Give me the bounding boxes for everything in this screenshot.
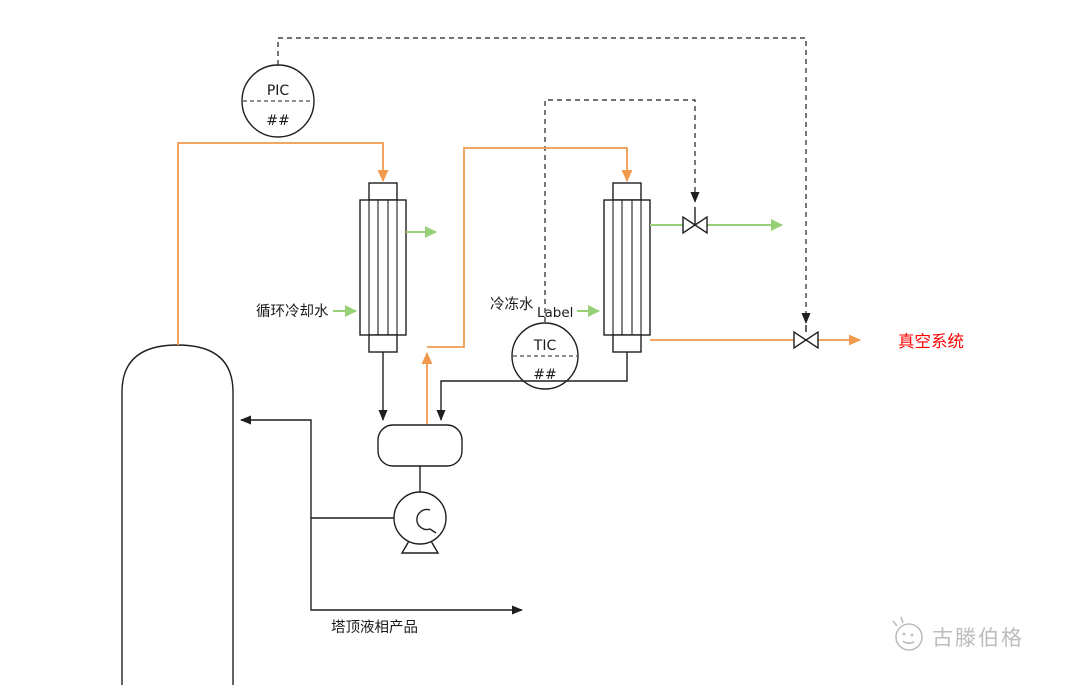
pump-impeller — [416, 508, 437, 534]
watermark-logo-circle — [895, 623, 923, 651]
condenser-1-top-channel — [368, 182, 398, 201]
drum-vapor-pipe — [427, 147, 633, 348]
cooling-water-label: 循环冷却水 — [256, 303, 329, 320]
valve-body-left — [682, 215, 697, 235]
watermark-text: 古滕伯格 — [932, 626, 1024, 650]
vacuum-control-valve — [793, 325, 819, 350]
watermark-logo-mouth — [902, 640, 915, 645]
pump — [393, 491, 447, 554]
vacuum-line: 真空系统 — [650, 332, 964, 351]
vacuum-system-label: 真空系统 — [898, 332, 964, 351]
condenser-2-shell — [603, 199, 651, 336]
valve-body-right — [693, 215, 708, 235]
condenser-1-bottom-channel — [368, 334, 398, 353]
chilled-water-label: 冷冻水 — [490, 295, 534, 313]
tic-number: ## — [533, 367, 556, 383]
pic-signal-pipe — [277, 37, 811, 324]
overhead-vapor-pipe — [177, 142, 389, 345]
watermark-logo-eye — [902, 632, 906, 636]
product-line: 塔顶液相产品 — [310, 518, 523, 636]
column-shell — [121, 344, 234, 685]
reflux-drum — [377, 424, 463, 467]
overhead-vapor-line — [177, 142, 389, 345]
condenser-2 — [603, 182, 651, 353]
reflux-drum-shell — [377, 424, 463, 467]
pic-tag: PIC — [267, 83, 290, 99]
distillation-column — [121, 344, 234, 685]
valve-body-right — [804, 330, 819, 350]
tic-controller: TIC ## — [511, 322, 579, 390]
tic-tag: TIC — [533, 338, 557, 354]
pic-signal-line — [277, 37, 811, 324]
condenser-2-bottom-channel — [612, 334, 642, 353]
tic-signal-line — [544, 99, 700, 322]
watermark-logo-icon — [892, 616, 923, 651]
reflux-pipe — [240, 415, 394, 519]
pic-number: ## — [266, 113, 289, 129]
placeholder-label: Label — [537, 305, 573, 321]
watermark-logo-mark — [900, 616, 904, 624]
watermark-logo-mark — [892, 620, 898, 627]
chilled-water-inlet: 冷冻水 Label — [490, 295, 600, 321]
reflux-line — [240, 415, 394, 519]
cooling-water-inlet: 循环冷却水 — [256, 303, 357, 320]
pic-controller: PIC ## — [241, 64, 315, 138]
chilled-water-control-valve — [682, 207, 708, 235]
drum-vapor-line — [421, 147, 633, 424]
product-pipe — [310, 518, 523, 615]
valve-body-left — [793, 330, 808, 350]
watermark-logo-eye — [910, 633, 914, 637]
condenser-1 — [359, 182, 407, 353]
watermark: 古滕伯格 — [892, 616, 1024, 651]
condenser-2-top-channel — [612, 182, 642, 201]
condenser-1-shell — [359, 199, 407, 336]
tic-signal-pipe — [544, 99, 700, 322]
condensate-pipe-2 — [436, 352, 628, 421]
overhead-product-label: 塔顶液相产品 — [331, 619, 418, 636]
pump-casing — [393, 491, 447, 545]
condensate-line-2 — [436, 352, 628, 421]
